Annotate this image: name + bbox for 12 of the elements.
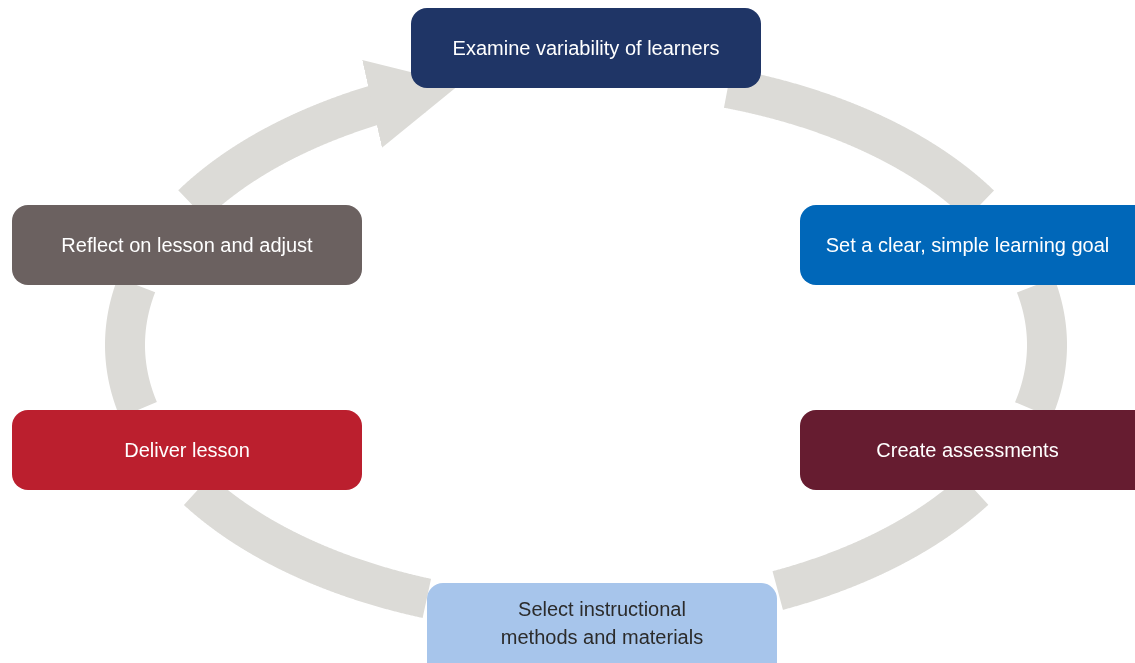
step-box	[411, 8, 761, 88]
step-box	[800, 205, 1135, 285]
step-label: Select instructional methods and materials	[499, 597, 705, 650]
step-box	[12, 410, 362, 490]
step-box	[12, 205, 362, 285]
step-label: Set a clear, simple learning goal	[825, 233, 1110, 258]
step-label: Deliver lesson	[124, 438, 250, 463]
step-box	[427, 583, 777, 663]
step-label: Examine variability of learners	[452, 36, 720, 61]
step-label: Create assessments	[876, 438, 1059, 463]
step-box	[800, 410, 1135, 490]
step-label: Reflect on lesson and adjust	[61, 233, 313, 258]
